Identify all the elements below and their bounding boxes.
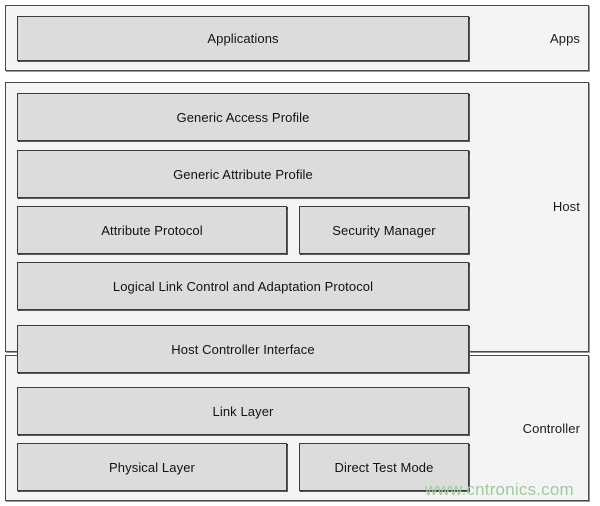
block-applications: Applications <box>17 16 469 61</box>
block-label-attribute-protocol: Attribute Protocol <box>101 222 203 238</box>
block-label-direct-test-mode: Direct Test Mode <box>334 459 434 475</box>
block-label-generic-attribute-profile: Generic Attribute Profile <box>173 166 313 182</box>
group-label-host: Host <box>552 199 580 214</box>
block-l2cap: Logical Link Control and Adaptation Prot… <box>17 262 469 310</box>
block-label-applications: Applications <box>207 31 279 46</box>
block-generic-access-profile: Generic Access Profile <box>17 93 469 141</box>
block-label-host-controller-interface: Host Controller Interface <box>171 341 315 357</box>
block-label-link-layer: Link Layer <box>212 403 274 419</box>
block-label-generic-access-profile: Generic Access Profile <box>176 109 310 125</box>
group-label-controller: Controller <box>522 421 580 436</box>
block-label-l2cap: Logical Link Control and Adaptation Prot… <box>112 278 374 294</box>
block-host-controller-interface: Host Controller Interface <box>17 325 469 373</box>
block-link-layer: Link Layer <box>17 387 469 435</box>
group-label-apps: Apps <box>549 31 580 46</box>
block-label-security-manager: Security Manager <box>332 222 436 238</box>
block-security-manager: Security Manager <box>299 206 469 254</box>
block-attribute-protocol: Attribute Protocol <box>17 206 287 254</box>
block-physical-layer: Physical Layer <box>17 443 287 491</box>
watermark: www.cntronics.com <box>425 480 574 499</box>
block-direct-test-mode: Direct Test Mode <box>299 443 469 491</box>
block-generic-attribute-profile: Generic Attribute Profile <box>17 150 469 198</box>
block-label-physical-layer: Physical Layer <box>109 459 195 475</box>
